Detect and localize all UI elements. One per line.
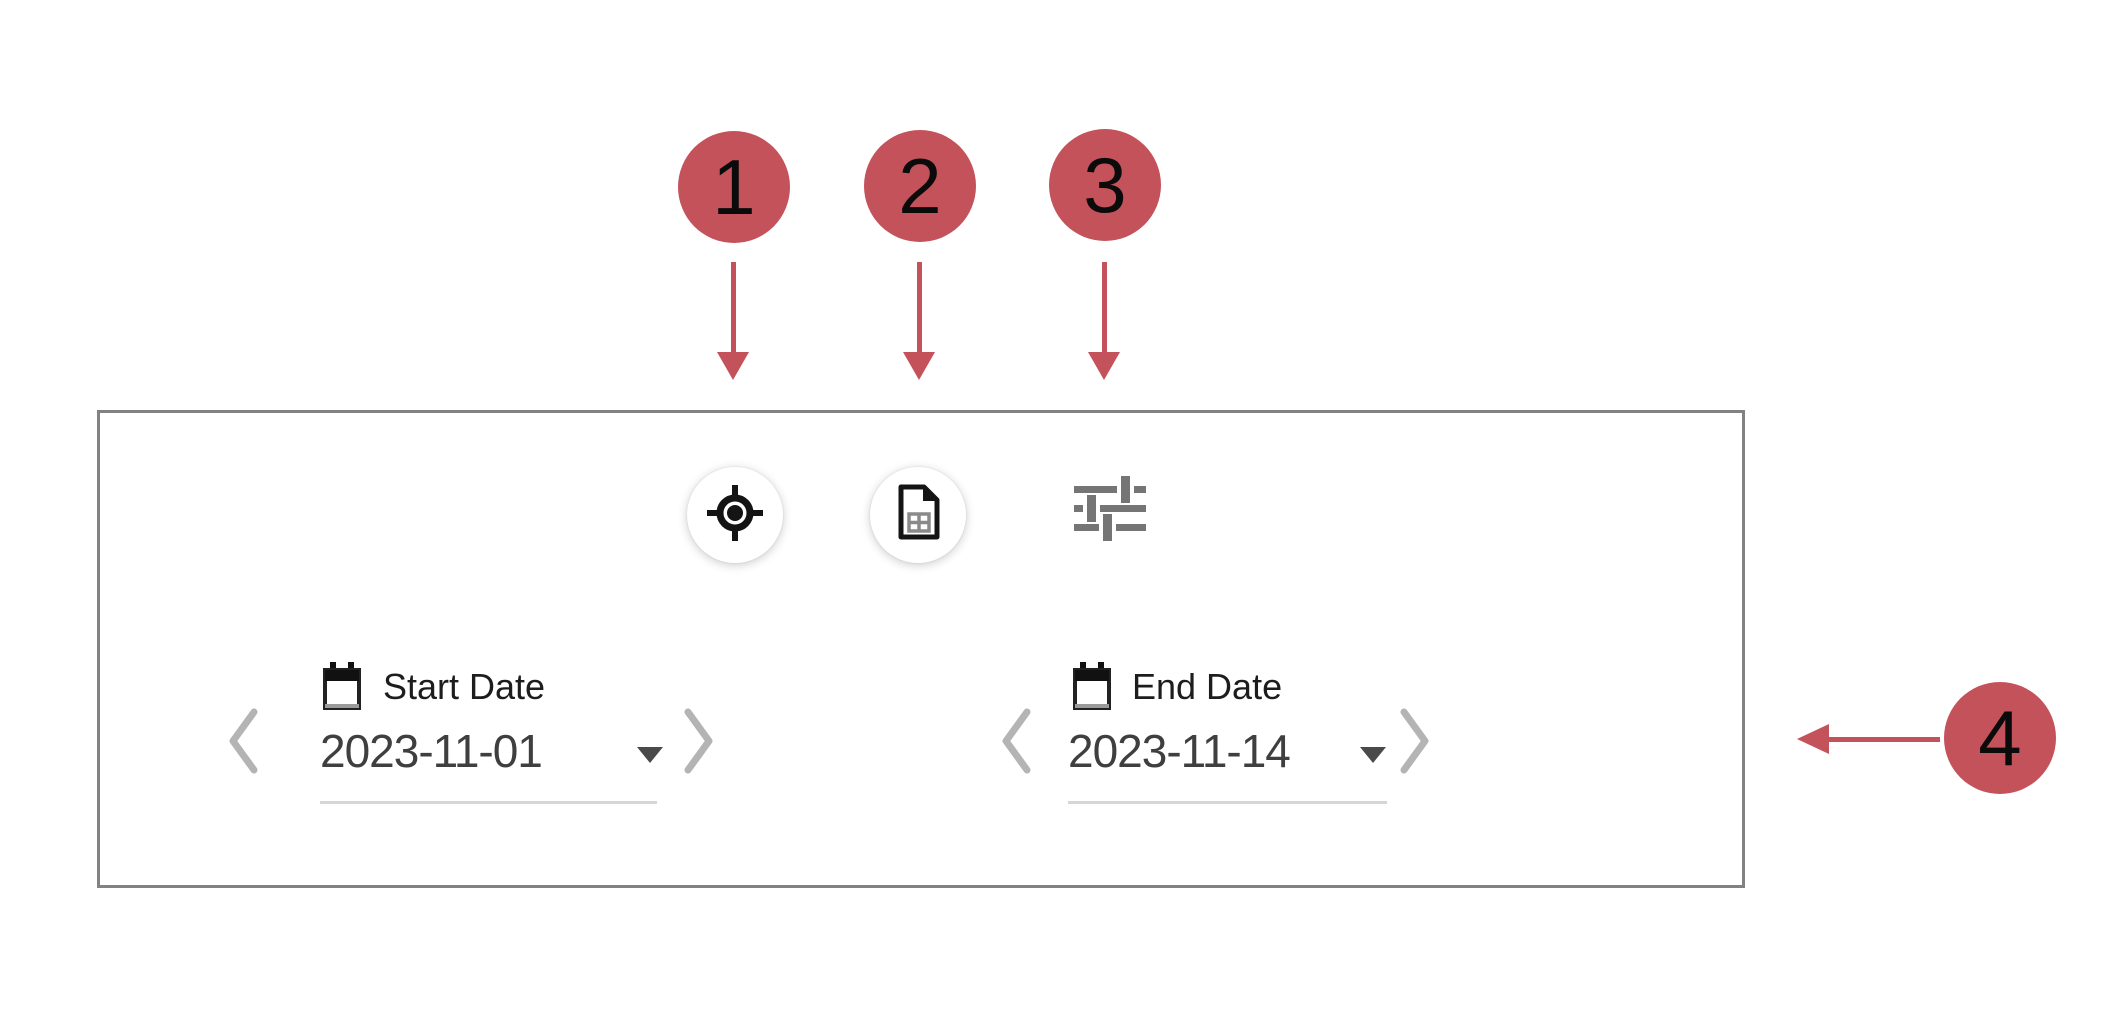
annotation-marker-3: 3: [1049, 129, 1161, 241]
end-date-calendar-icon: [1072, 662, 1112, 712]
report-button[interactable]: [870, 467, 966, 563]
annotation-arrow-1: [731, 262, 736, 355]
annotation-arrow-4: [1828, 737, 1940, 742]
annotation-arrowhead-3: [1088, 352, 1120, 380]
annotation-arrowhead-4: [1797, 724, 1829, 754]
annotation-arrow-2: [917, 262, 922, 355]
annotation-marker-2: 2: [864, 130, 976, 242]
end-date-next-button[interactable]: [1396, 708, 1434, 774]
annotation-marker-4: 4: [1944, 682, 2056, 794]
start-date-underline: [320, 801, 657, 804]
tune-button[interactable]: [1065, 468, 1155, 552]
end-date-label: End Date: [1132, 666, 1283, 707]
locate-button[interactable]: [687, 467, 783, 563]
annotation-arrowhead-2: [903, 352, 935, 380]
end-date-prev-button[interactable]: [997, 708, 1035, 774]
crosshair-locate-icon: [706, 484, 764, 547]
end-date-underline: [1068, 801, 1387, 804]
start-date-prev-button[interactable]: [224, 708, 262, 774]
sliders-tune-icon: [1074, 475, 1146, 546]
document-report-icon: [894, 484, 942, 547]
start-date-input[interactable]: 2023-11-01: [320, 725, 543, 777]
annotation-arrow-3: [1102, 262, 1107, 355]
end-date-dropdown-caret-icon[interactable]: [1360, 747, 1386, 763]
start-date-calendar-icon: [322, 662, 362, 712]
annotation-arrowhead-1: [717, 352, 749, 380]
annotation-marker-1: 1: [678, 131, 790, 243]
end-date-input[interactable]: 2023-11-14: [1068, 725, 1291, 777]
start-date-label: Start Date: [383, 666, 546, 707]
start-date-next-button[interactable]: [680, 708, 718, 774]
start-date-dropdown-caret-icon[interactable]: [637, 747, 663, 763]
